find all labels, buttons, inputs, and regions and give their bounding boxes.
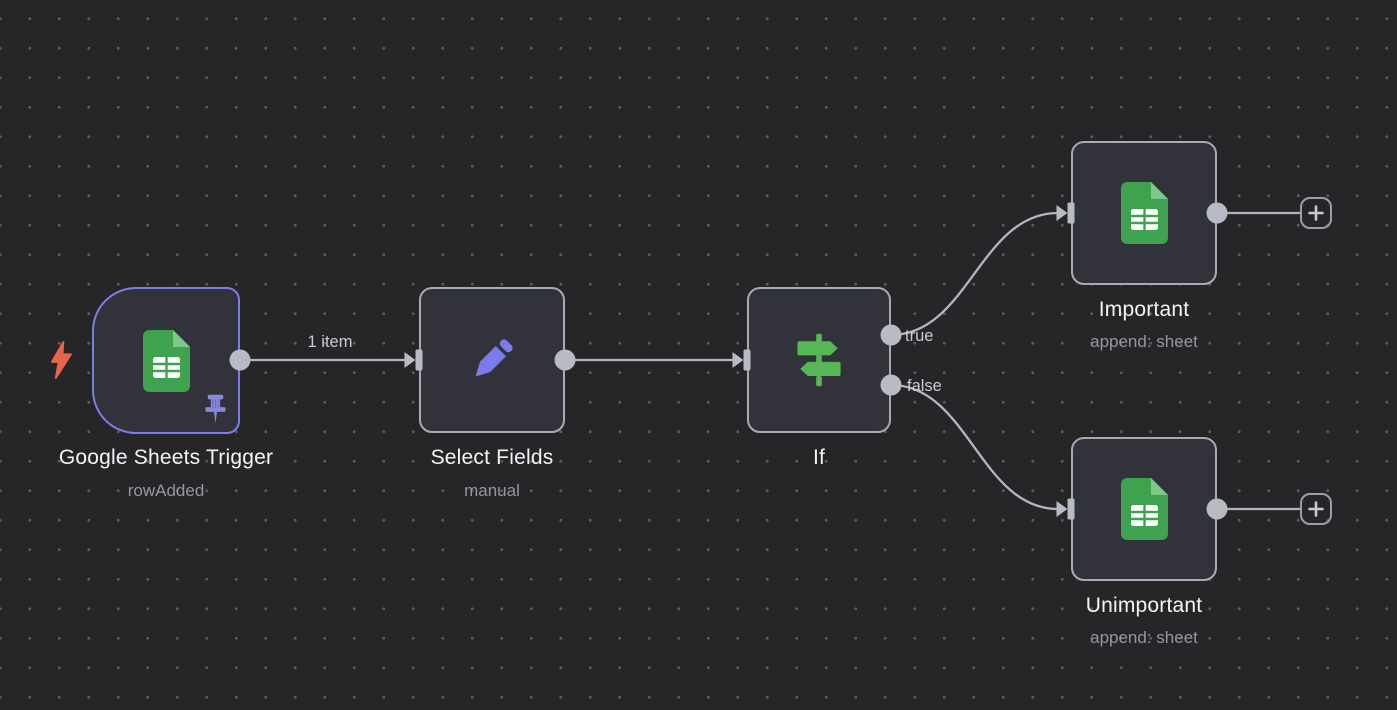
node-subtitle: rowAdded <box>127 481 205 500</box>
pencil-icon <box>475 339 513 377</box>
node-unimportant[interactable] <box>1071 437 1217 581</box>
connection-important-to-add <box>1206 202 1301 224</box>
google-sheets-icon <box>1120 478 1168 540</box>
connection-trigger-to-select: 1 item <box>229 333 423 371</box>
connection-select-to-if <box>554 349 751 371</box>
input-port-arrow-icon[interactable] <box>1056 501 1068 517</box>
node-title: Google Sheets Trigger <box>58 446 274 469</box>
google-sheets-icon <box>142 329 190 392</box>
signpost-icon <box>797 333 841 387</box>
input-port[interactable] <box>1067 202 1075 224</box>
output-port[interactable] <box>1206 498 1228 520</box>
google-sheets-icon <box>1120 182 1168 244</box>
plus-icon <box>1308 205 1324 221</box>
add-node-button[interactable] <box>1300 197 1332 229</box>
node-if[interactable] <box>747 287 891 433</box>
input-port[interactable] <box>1067 498 1075 520</box>
plus-icon <box>1308 501 1324 517</box>
node-title: Select Fields <box>430 446 554 469</box>
node-select-fields[interactable] <box>419 287 565 433</box>
node-subtitle: append: sheet <box>1090 628 1198 647</box>
output-port[interactable] <box>554 349 576 371</box>
connection-line[interactable] <box>890 211 1059 337</box>
input-port[interactable] <box>415 349 423 371</box>
output-port[interactable] <box>229 349 251 371</box>
output-port[interactable] <box>1206 202 1228 224</box>
input-port-arrow-icon[interactable] <box>404 352 416 368</box>
node-title: Unimportant <box>1085 594 1203 617</box>
output-label-false: false <box>907 377 942 395</box>
input-port[interactable] <box>743 349 751 371</box>
node-google-sheets-trigger[interactable] <box>92 287 240 434</box>
output-port-true[interactable] <box>880 324 902 346</box>
node-important[interactable] <box>1071 141 1217 285</box>
connection-if-true-to-important: true <box>880 202 1075 346</box>
add-node-button[interactable] <box>1300 493 1332 525</box>
input-port-arrow-icon[interactable] <box>732 352 744 368</box>
connection-line[interactable] <box>890 383 1059 511</box>
input-port-arrow-icon[interactable] <box>1056 205 1068 221</box>
connection-items-label: 1 item <box>308 333 353 351</box>
node-title: Important <box>1098 298 1190 321</box>
output-port-false[interactable] <box>880 374 902 396</box>
node-subtitle: manual <box>464 481 520 500</box>
pin-icon <box>205 394 226 424</box>
lightning-bolt-icon <box>51 341 72 379</box>
node-subtitle: append: sheet <box>1090 332 1198 351</box>
connection-unimportant-to-add <box>1206 498 1301 520</box>
node-title: If <box>812 446 826 469</box>
